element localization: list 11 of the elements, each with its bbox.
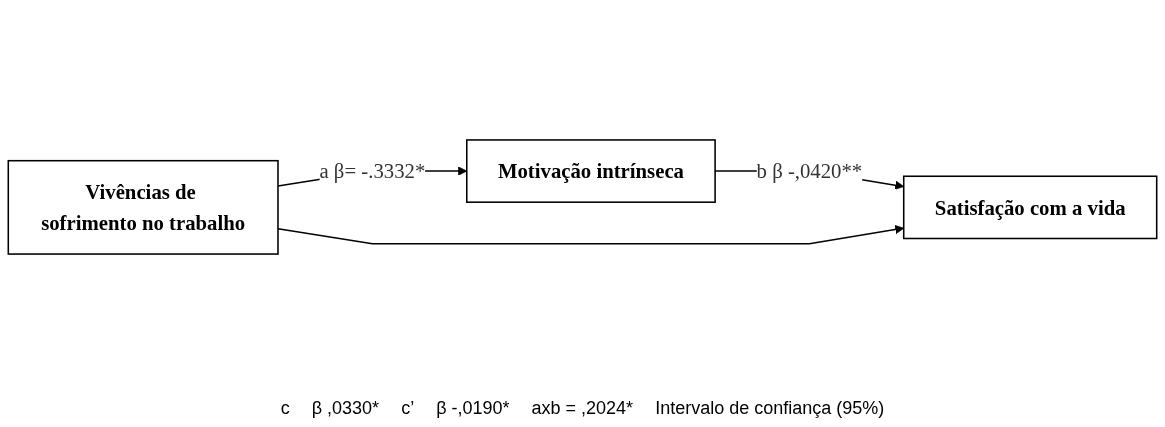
coefficient-label: axb = ,2024* [531,398,634,419]
coefficient-label: Intervalo de confiança (95%) [655,398,885,419]
node-box: Vivências de sofrimento no trabalho [7,159,279,255]
coefficient-label: c’ [401,398,415,419]
coefficient-label: c [280,398,290,419]
coefficient-label: β -,0190* [436,398,510,419]
edge-label: a β= -.3332* [319,159,426,183]
edge-label: b β -,0420** [756,159,863,183]
node-box: Satisfação com a vida [902,175,1158,240]
coefficient-label: β ,0330* [311,398,380,419]
node-box: Motivação intrínseca [466,139,716,203]
